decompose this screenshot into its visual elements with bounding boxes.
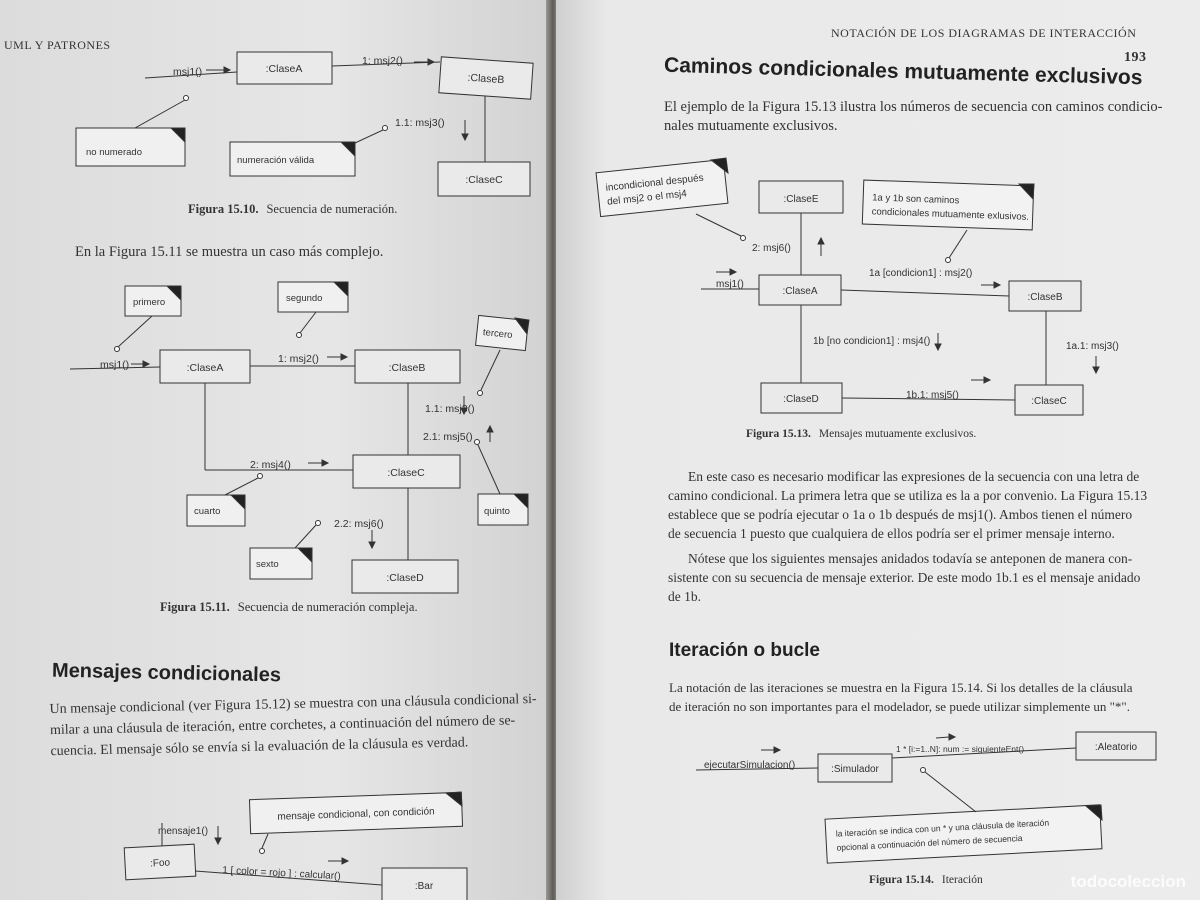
label-claseb-2: :ClaseB bbox=[389, 362, 426, 374]
msg-msj6-3: 2: msj6() bbox=[752, 243, 791, 254]
note-segundo bbox=[277, 281, 349, 313]
label-claseb: :ClaseB bbox=[467, 72, 505, 87]
note-text-segundo: segundo bbox=[286, 293, 322, 304]
box-clased-2 bbox=[351, 559, 459, 594]
label-claseb-3: :ClaseB bbox=[1027, 292, 1062, 303]
para-caso: En este caso es necesario modificar las … bbox=[668, 469, 1148, 541]
msg-msj1-2: msj1() bbox=[100, 359, 129, 371]
box-clasec-2 bbox=[352, 454, 461, 489]
label-clasee: :ClaseE bbox=[783, 194, 818, 205]
para-notese: Nótese que los siguientes mensajes anida… bbox=[668, 551, 1141, 604]
msg-mensaje1: mensaje1() bbox=[158, 826, 208, 837]
msg-msj4-3: 1b [no condicion1] : msj4() bbox=[813, 336, 930, 347]
msg-msj1: msj1() bbox=[173, 66, 202, 78]
caption-fig-15-14: Figura 15.14.Iteración bbox=[869, 874, 983, 886]
label-clased-3: :ClaseD bbox=[783, 394, 819, 405]
msg-siguiente-ent: 1 * [i:=1..N]: num := siguienteEnt() bbox=[896, 744, 1024, 754]
box-clasec-3 bbox=[1014, 384, 1084, 416]
figure-15-10-diagram bbox=[75, 51, 534, 197]
msg-msj3-2: 1.1: msj3() bbox=[425, 403, 475, 415]
caption-fig-15-11: Figura 15.11.Secuencia de numeración com… bbox=[160, 600, 418, 614]
para-mensajes-condicionales: Un mensaje condicional (ver Figura 15.12… bbox=[49, 691, 537, 760]
msg-msj6-2: 2.2: msj6() bbox=[334, 518, 384, 530]
note-text-primero: primero bbox=[133, 297, 165, 308]
figure-15-13-diagram bbox=[595, 157, 1100, 416]
left-diagrams: :ClaseA :ClaseB :ClaseC msj1() 1: msj2()… bbox=[69, 51, 534, 900]
box-clased-3 bbox=[760, 382, 843, 414]
note-text-numeracion-valida: numeración válida bbox=[237, 155, 315, 166]
msg-msj1-3: msj1() bbox=[716, 279, 744, 290]
note-text-tercero: tercero bbox=[482, 327, 513, 341]
msg-msj2-3: 1a [condicion1] : msj2() bbox=[869, 268, 972, 279]
para-iteracion: La notación de las iteraciones se muestr… bbox=[669, 680, 1133, 714]
msg-msj5-3: 1b.1: msj5() bbox=[906, 390, 959, 401]
msg-msj2: 1: msj2() bbox=[362, 55, 403, 67]
figure-15-14-diagram bbox=[695, 731, 1157, 864]
label-clased-2: :ClaseD bbox=[386, 572, 424, 584]
note-tercero bbox=[475, 314, 529, 352]
figure-15-11-diagram bbox=[69, 281, 530, 594]
box-claseb-2 bbox=[354, 349, 461, 384]
box-aleatorio bbox=[1075, 731, 1157, 761]
page-number: 193 bbox=[1124, 50, 1147, 65]
box-bar bbox=[381, 867, 468, 900]
box-clasea-3 bbox=[758, 274, 842, 306]
box-simulador bbox=[817, 753, 893, 783]
note-mensaje-condicional bbox=[248, 791, 464, 835]
label-clasea: :ClaseA bbox=[266, 63, 303, 75]
note-sexto bbox=[249, 547, 313, 580]
msg-msj3: 1.1: msj3() bbox=[395, 117, 445, 129]
note-text-caminos-2: condicionales mutuamente exlusivos. bbox=[872, 206, 1030, 222]
box-claseb bbox=[438, 56, 534, 100]
note-incondicional bbox=[595, 158, 729, 218]
label-clasec-2: :ClaseC bbox=[387, 467, 425, 479]
section-title-iteracion: Iteración o bucle bbox=[669, 640, 820, 661]
label-foo: :Foo bbox=[150, 857, 171, 869]
left-running-header: UML Y PATRONES bbox=[4, 38, 111, 52]
msg-ejecutar-simulacion: ejecutarSimulacion() bbox=[704, 760, 795, 771]
note-text-caminos-1: 1a y 1b son caminos bbox=[872, 192, 960, 206]
box-clasea-2 bbox=[159, 349, 251, 384]
section-title-mensajes-condicionales: Mensajes condicionales bbox=[51, 659, 282, 687]
note-numeracion-valida bbox=[229, 141, 356, 177]
figure-15-12-diagram bbox=[123, 791, 468, 900]
label-clasea-2: :ClaseA bbox=[187, 362, 224, 374]
right-running-header: NOTACIÓN DE LOS DIAGRAMAS DE INTERACCIÓN bbox=[831, 26, 1137, 40]
note-iteracion bbox=[824, 804, 1103, 864]
box-foo bbox=[123, 843, 197, 881]
msg-msj3-3: 1a.1: msj3() bbox=[1066, 341, 1119, 352]
label-clasec-3: :ClaseC bbox=[1031, 396, 1067, 407]
box-clasec bbox=[437, 161, 531, 197]
right-diagrams: :ClaseE :ClaseA :ClaseB :ClaseD :ClaseC … bbox=[595, 157, 1157, 864]
label-clasea-3: :ClaseA bbox=[782, 286, 817, 297]
label-simulador: :Simulador bbox=[831, 764, 879, 775]
box-claseb-3 bbox=[1008, 280, 1082, 312]
msg-calcular: 1 [ color = rojo ] : calcular() bbox=[222, 865, 341, 882]
note-text-quinto: quinto bbox=[484, 506, 510, 517]
box-clasee bbox=[758, 180, 844, 214]
intro-caminos: El ejemplo de la Figura 15.13 ilustra lo… bbox=[664, 99, 1163, 134]
label-aleatorio: :Aleatorio bbox=[1095, 742, 1138, 753]
note-cuarto bbox=[186, 494, 246, 527]
note-text-sexto: sexto bbox=[256, 559, 279, 570]
msg-msj2-2: 1: msj2() bbox=[278, 353, 319, 365]
note-text-mensaje-condicional: mensaje condicional, con condición bbox=[277, 806, 435, 822]
note-text-cuarto: cuarto bbox=[194, 506, 220, 517]
label-bar: :Bar bbox=[415, 881, 434, 892]
msg-msj4-2: 2: msj4() bbox=[250, 459, 291, 471]
label-clasec: :ClaseC bbox=[465, 174, 503, 186]
intro-15-11: En la Figura 15.11 se muestra un caso má… bbox=[75, 244, 384, 260]
note-no-numerado bbox=[75, 127, 186, 167]
left-page: UML Y PATRONES bbox=[0, 0, 552, 900]
watermark-logo: todocoleccion bbox=[1070, 872, 1186, 891]
caption-fig-15-10: Figura 15.10.Secuencia de numeración. bbox=[188, 202, 398, 216]
note-caminos-exclusivos bbox=[861, 179, 1035, 231]
right-page: NOTACIÓN DE LOS DIAGRAMAS DE INTERACCIÓN… bbox=[556, 0, 1200, 900]
note-text-no-numerado: no numerado bbox=[86, 147, 142, 158]
msg-msj5-2: 2.1: msj5() bbox=[423, 431, 473, 443]
box-clasea bbox=[236, 51, 333, 85]
caption-fig-15-13: Figura 15.13.Mensajes mutuamente exclusi… bbox=[746, 428, 977, 440]
